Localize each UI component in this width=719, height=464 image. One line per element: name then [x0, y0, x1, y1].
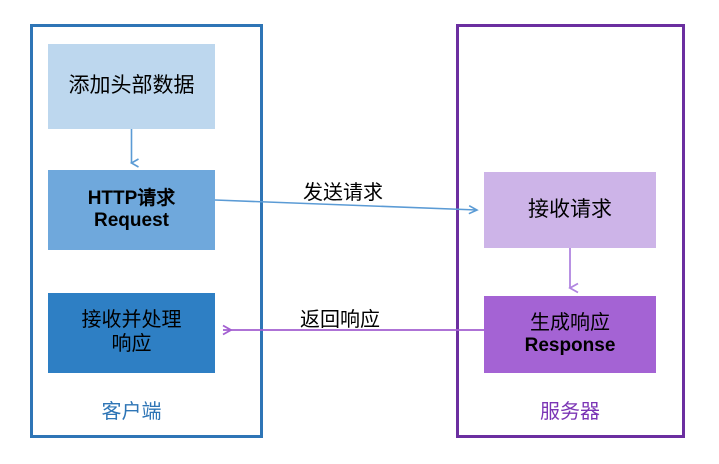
- box-add-header-line-1: 添加头部数据: [68, 74, 195, 98]
- server-label: 服务器: [540, 401, 600, 423]
- client-label: 客户端: [101, 401, 162, 423]
- edge-label-return-response: 返回响应: [300, 309, 380, 331]
- box-http-request[interactable]: HTTP请求 Request: [48, 170, 215, 250]
- box-http-request-line-1: HTTP请求: [87, 187, 176, 209]
- box-http-request-line-2: Request: [94, 210, 169, 231]
- edge-label-send-request: 发送请求: [303, 182, 383, 204]
- box-generate-response[interactable]: 生成响应 Response: [484, 296, 656, 373]
- box-receive-process-line-1: 接收并处理: [81, 309, 182, 332]
- box-add-header-data[interactable]: 添加头部数据: [48, 44, 215, 129]
- box-generate-response-line-1: 生成响应: [530, 311, 610, 334]
- box-receive-request[interactable]: 接收请求: [484, 172, 656, 248]
- box-receive-and-process-response[interactable]: 接收并处理 响应: [48, 293, 215, 373]
- box-receive-process-line-2: 响应: [111, 333, 152, 355]
- box-generate-response-line-2: Response: [524, 335, 616, 357]
- box-receive-request-line-1: 接收请求: [528, 197, 612, 221]
